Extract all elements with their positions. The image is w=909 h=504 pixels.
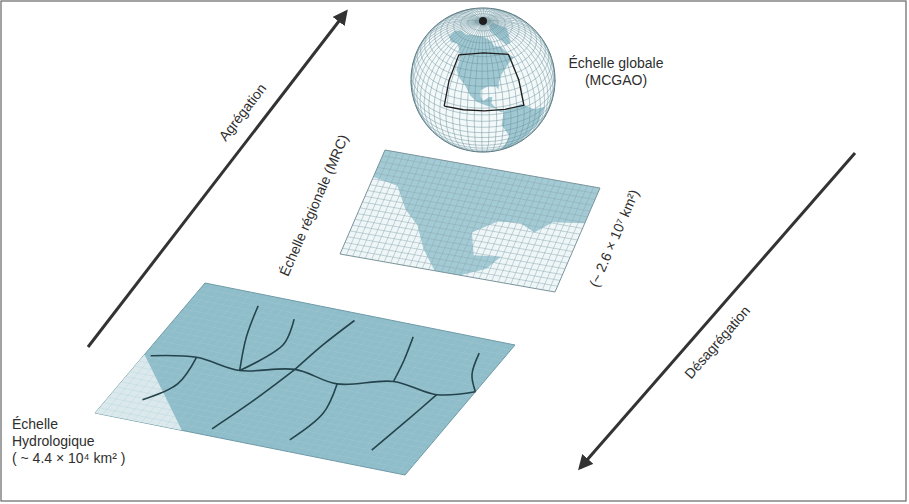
grid-line <box>165 330 475 392</box>
disaggregation-arrow <box>580 153 855 468</box>
river <box>212 369 295 428</box>
grid-line <box>161 335 471 397</box>
pole <box>479 17 487 25</box>
river <box>472 353 479 392</box>
grid-line <box>170 325 480 387</box>
river <box>290 384 337 440</box>
scale-label: Échelle globale (MCGAO) <box>560 55 672 89</box>
area-label: (~ 2.6 × 10⁷ km²) <box>585 187 642 290</box>
globe-outline <box>411 8 555 152</box>
river <box>240 319 294 370</box>
grid-line <box>358 214 573 252</box>
grid-line <box>348 237 563 275</box>
grid-line <box>201 288 511 350</box>
scale-label: Échelle Hydrologique ( ~ 4.4 × 10⁴ km² ) <box>12 416 112 467</box>
grid-line <box>383 156 598 194</box>
grid-line <box>196 293 506 355</box>
grid-line <box>373 179 588 217</box>
grid-line <box>350 231 565 269</box>
globe <box>411 8 555 152</box>
regional-plane <box>340 150 600 292</box>
grid-line <box>99 408 409 470</box>
grid-line <box>353 225 568 263</box>
scale-label: Échelle régionale (MRC) <box>276 132 352 279</box>
arrow-label: Agrégation <box>216 80 271 144</box>
grid-line <box>365 196 580 234</box>
grid-line <box>343 248 558 286</box>
grid-line <box>355 219 570 257</box>
river <box>372 395 437 450</box>
grid-line <box>345 242 560 280</box>
grid-line <box>360 208 575 246</box>
grid-line <box>370 185 585 223</box>
grid-line <box>104 403 414 465</box>
grid-line <box>174 319 484 381</box>
grid-line <box>380 162 595 200</box>
hydrologic-plane <box>95 283 515 475</box>
grid-line <box>143 356 453 418</box>
river <box>240 306 259 371</box>
regional-outline <box>340 150 600 292</box>
pale-area <box>95 355 182 431</box>
river <box>143 357 197 399</box>
grid-line <box>378 167 593 205</box>
grid-line <box>187 304 497 366</box>
grid-line <box>135 366 445 428</box>
grid-line <box>113 392 423 454</box>
river <box>394 337 414 382</box>
grid-line <box>368 190 583 228</box>
grid-line <box>117 387 427 449</box>
grid-line <box>183 309 493 371</box>
grid-line <box>375 173 590 211</box>
arrow-label: Désagrégation <box>682 302 755 382</box>
grid-line <box>126 377 436 439</box>
river <box>295 321 355 370</box>
regional-domain <box>444 53 524 111</box>
graticule <box>411 8 555 152</box>
label-part: ( ~ 4.4 × 10⁴ km² ) <box>12 450 112 467</box>
hydro-ground <box>95 283 515 475</box>
label-part: Échelle Hydrologique <box>12 416 95 449</box>
grid-line <box>192 299 502 361</box>
ocean <box>411 8 555 152</box>
grid-line <box>363 202 578 240</box>
grid-line <box>152 345 462 407</box>
regional-ground <box>340 150 600 292</box>
grid-line <box>121 382 431 444</box>
grid-line <box>157 340 467 402</box>
aggregation-arrow <box>88 12 346 347</box>
river <box>151 356 476 395</box>
